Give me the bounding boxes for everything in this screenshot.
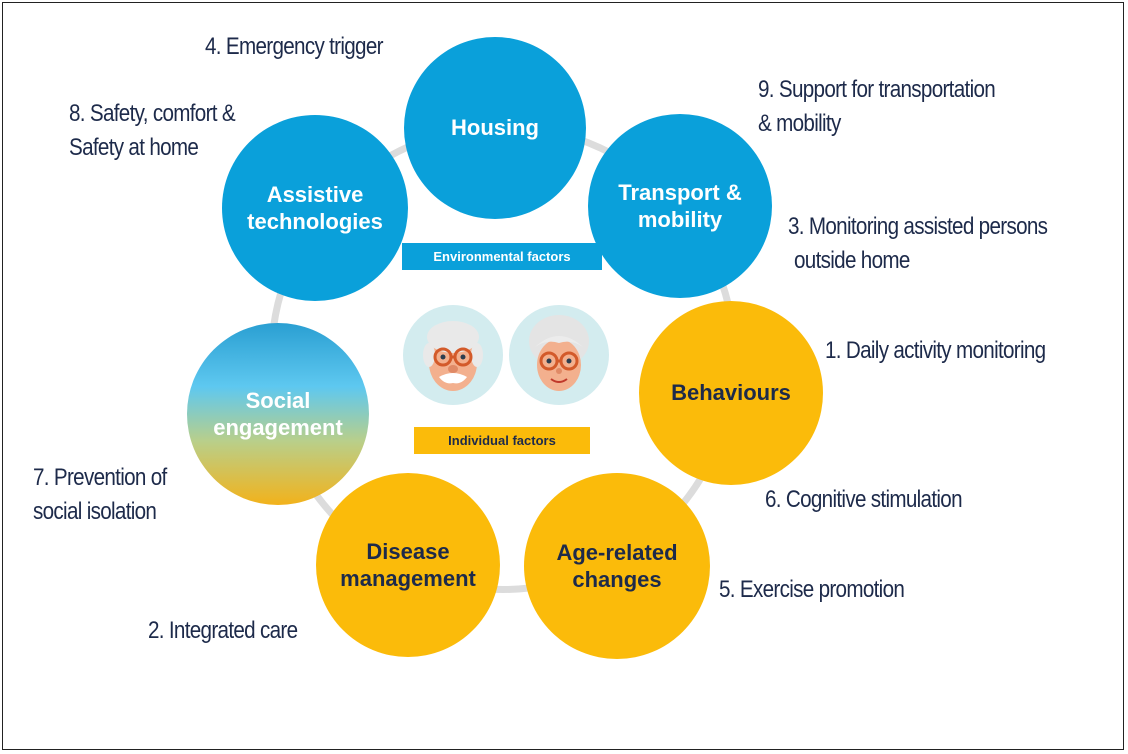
disease-management-label: Disease management <box>340 538 476 592</box>
integrated-care-note: 2. Integrated care <box>148 617 298 644</box>
transport-mobility-circle: Transport & mobility <box>588 114 772 298</box>
behaviours-circle: Behaviours <box>639 301 823 485</box>
disease-management-circle: Disease management <box>316 473 500 657</box>
cognitive-stimulation-note: 6. Cognitive stimulation <box>765 486 963 513</box>
monitoring-line2: outside home <box>794 246 910 274</box>
environmental-factors-banner: Environmental factors <box>402 243 602 270</box>
age-related-changes-label: Age-related changes <box>556 539 678 593</box>
social-engagement-label: Social engagement <box>213 387 343 441</box>
transport-mobility-label: Transport & mobility <box>618 179 742 233</box>
daily-activity-note: 1. Daily activity monitoring <box>825 337 1046 364</box>
individual-factors-banner: Individual factors <box>414 427 590 454</box>
elderly-couple-illustration <box>401 303 611 407</box>
emergency-trigger-note: 4. Emergency trigger <box>205 33 384 60</box>
safety-comfort-note: 8. Safety, comfort & Safety at home <box>69 100 236 161</box>
transport-support-note: 9. Support for transportation & mobility <box>758 76 996 137</box>
elderly-woman-icon <box>509 305 609 405</box>
housing-label: Housing <box>451 115 539 141</box>
elderly-man-icon <box>403 305 503 405</box>
elderly-couple-svg <box>403 305 609 405</box>
prevention-isolation-note: 7. Prevention of social isolation <box>33 464 167 525</box>
monitoring-outside-home-note: 3. Monitoring assisted persons outside h… <box>788 213 1048 274</box>
assistive-technologies-label: Assistive technologies <box>247 181 383 235</box>
social-engagement-circle: Social engagement <box>187 323 369 505</box>
exercise-promotion-note: 5. Exercise promotion <box>719 576 905 603</box>
age-related-changes-circle: Age-related changes <box>524 473 710 659</box>
behaviours-label: Behaviours <box>671 380 791 406</box>
assistive-technologies-circle: Assistive technologies <box>222 115 408 301</box>
housing-circle: Housing <box>404 37 586 219</box>
